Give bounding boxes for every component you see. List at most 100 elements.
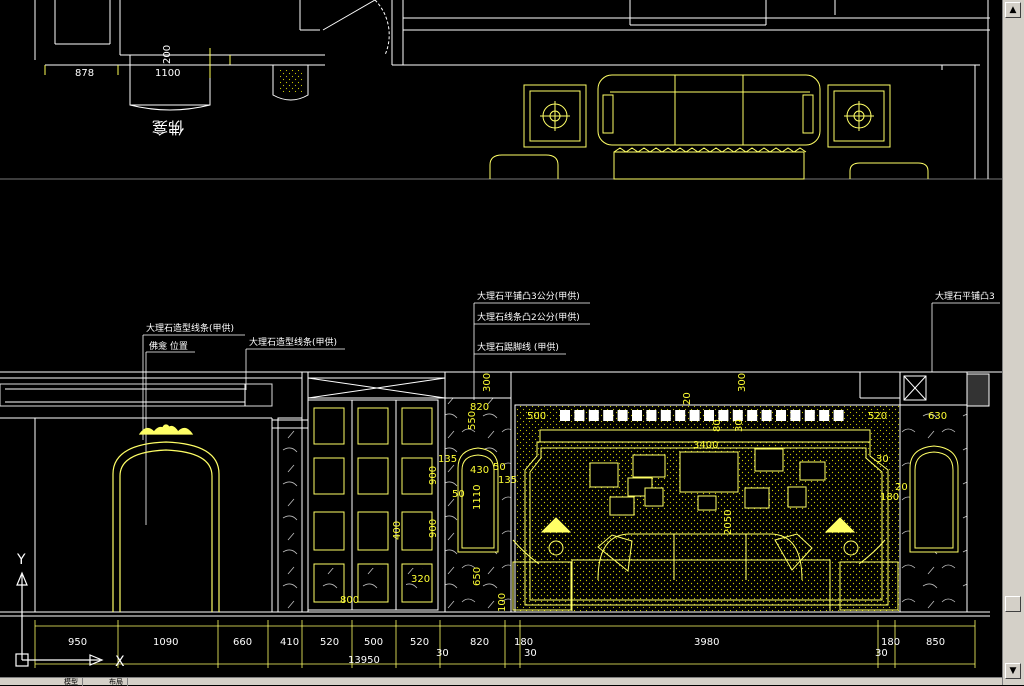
dim-520: 520	[868, 411, 887, 422]
tab-layout[interactable]: 布局	[105, 678, 128, 686]
dim-135-right: 135	[498, 475, 517, 486]
dim-550: 550	[467, 411, 478, 430]
downlight-row	[560, 410, 844, 421]
downlight-square	[660, 410, 671, 421]
seg-500: 500	[364, 637, 383, 648]
annotation-marble-tile-right: 大理石平铺凸3	[935, 290, 995, 302]
downlight-square	[617, 410, 628, 421]
annotation-marble-skirting: 大理石踢脚线 (甲供)	[477, 341, 559, 353]
seg-950: 950	[68, 637, 87, 648]
dim-80: 80	[712, 419, 723, 432]
seg-410: 410	[280, 637, 299, 648]
sub-30-c: 30	[875, 648, 888, 659]
downlight-square	[761, 410, 772, 421]
total-13950: 13950	[348, 655, 380, 666]
scroll-up-arrow-icon[interactable]: ▲	[1005, 2, 1021, 18]
dim-800: 800	[340, 595, 359, 606]
downlight-square	[689, 410, 700, 421]
seg-520: 520	[320, 637, 339, 648]
seg-180b: 180	[881, 637, 900, 648]
dim-650: 650	[472, 567, 483, 586]
bottom-dimension-chain	[34, 620, 976, 668]
plan-dim-1100: 1100	[155, 68, 180, 79]
plan-furniture	[489, 74, 929, 180]
dim-20-right: 20	[895, 482, 908, 493]
annotation-marble-molding-right: 大理石造型线条(甲供)	[249, 336, 337, 348]
left-arch-niche	[112, 424, 220, 612]
dim-900-top: 900	[428, 466, 439, 485]
tv-feature-wall	[512, 404, 901, 613]
downlight-square	[747, 410, 758, 421]
downlight-square	[804, 410, 815, 421]
dim-100: 100	[497, 593, 508, 612]
dim-135-left: 135	[438, 454, 457, 465]
downlight-square	[560, 410, 570, 421]
annotation-marble-molding-left: 大理石造型线条(甲供)	[146, 322, 234, 334]
seg-850: 850	[926, 637, 945, 648]
dim-300-right: 300	[737, 373, 748, 392]
seg-3980: 3980	[694, 637, 719, 648]
ucs-y-label: Y	[16, 552, 26, 568]
downlight-square	[632, 410, 642, 421]
downlight-square	[776, 410, 786, 421]
elevation-dims: 300 300 820 500 520 630 3400 550 135 430…	[340, 373, 947, 612]
plan-dim-200: 200	[162, 45, 173, 64]
dim-2050: 2050	[723, 510, 734, 535]
seg-660: 660	[233, 637, 252, 648]
downlight-square	[603, 410, 614, 421]
ucs-x-label: X	[115, 654, 125, 670]
paneled-wall	[307, 399, 439, 611]
downlight-square	[646, 410, 657, 421]
tab-model[interactable]: 模型	[60, 678, 83, 686]
dim-320: 320	[411, 574, 430, 585]
vertical-scrollbar[interactable]: ▲ ▼	[1002, 0, 1024, 685]
right-arch-niche	[899, 404, 968, 613]
dim-630: 630	[928, 411, 947, 422]
dim-500: 500	[527, 411, 546, 422]
dim-180-right: 180	[880, 492, 899, 503]
annotation-marble-tile-3cm: 大理石平铺凸3公分(甲供)	[477, 290, 580, 302]
dim-300-left: 300	[482, 373, 493, 392]
downlight-square	[574, 410, 585, 421]
dim-900-bottom: 900	[428, 519, 439, 538]
drawing-canvas: 878 1100 200 佛龛 大理石造型线条(甲供) 佛龛 位置 大理石造型线…	[0, 0, 1002, 670]
layout-tab-bar: 模型 布局	[0, 677, 1002, 686]
dim-50-left: 50	[452, 489, 465, 500]
floor-plan	[0, 0, 1002, 180]
annotation-marble-line-2cm: 大理石线条凸2公分(甲供)	[477, 311, 580, 323]
downlight-square	[833, 410, 844, 421]
bottom-dim-text: 950 1090 660 410 520 500 520 820 180 398…	[68, 637, 945, 666]
downlight-square	[588, 410, 599, 421]
shrine-label: 佛龛	[152, 118, 184, 137]
leader-lines	[142, 302, 1000, 525]
plan-dim-text: 878 1100 200 佛龛	[75, 45, 184, 137]
seg-520b: 520	[410, 637, 429, 648]
dim-430: 430	[470, 465, 489, 476]
annotations: 大理石造型线条(甲供) 佛龛 位置 大理石造型线条(甲供) 大理石平铺凸3公分(…	[146, 290, 995, 353]
downlight-square	[675, 410, 686, 421]
dim-3400: 3400	[693, 440, 718, 451]
dim-50-right: 50	[493, 462, 506, 473]
downlight-square	[790, 410, 801, 421]
downlight-square	[819, 410, 830, 421]
scroll-thumb[interactable]	[1005, 596, 1021, 612]
sub-30-b: 30	[524, 648, 537, 659]
marble-column-left	[444, 397, 512, 613]
dim-30: 30	[734, 419, 745, 432]
seg-820: 820	[470, 637, 489, 648]
downlight-square	[732, 410, 743, 421]
ucs-icon	[15, 571, 104, 667]
sub-30-a: 30	[436, 648, 449, 659]
annotation-shrine-position: 佛龛 位置	[149, 340, 188, 352]
dim-820: 820	[470, 402, 489, 413]
seg-1090: 1090	[153, 637, 178, 648]
seg-180: 180	[514, 637, 533, 648]
scroll-down-arrow-icon[interactable]: ▼	[1005, 663, 1021, 679]
downlight-square	[704, 410, 714, 421]
plan-dim-878: 878	[75, 68, 94, 79]
dim-1110: 1110	[472, 485, 483, 510]
dim-400: 400	[392, 521, 403, 540]
dim-30-right: 30	[876, 454, 889, 465]
dim-20: 20	[682, 392, 693, 405]
